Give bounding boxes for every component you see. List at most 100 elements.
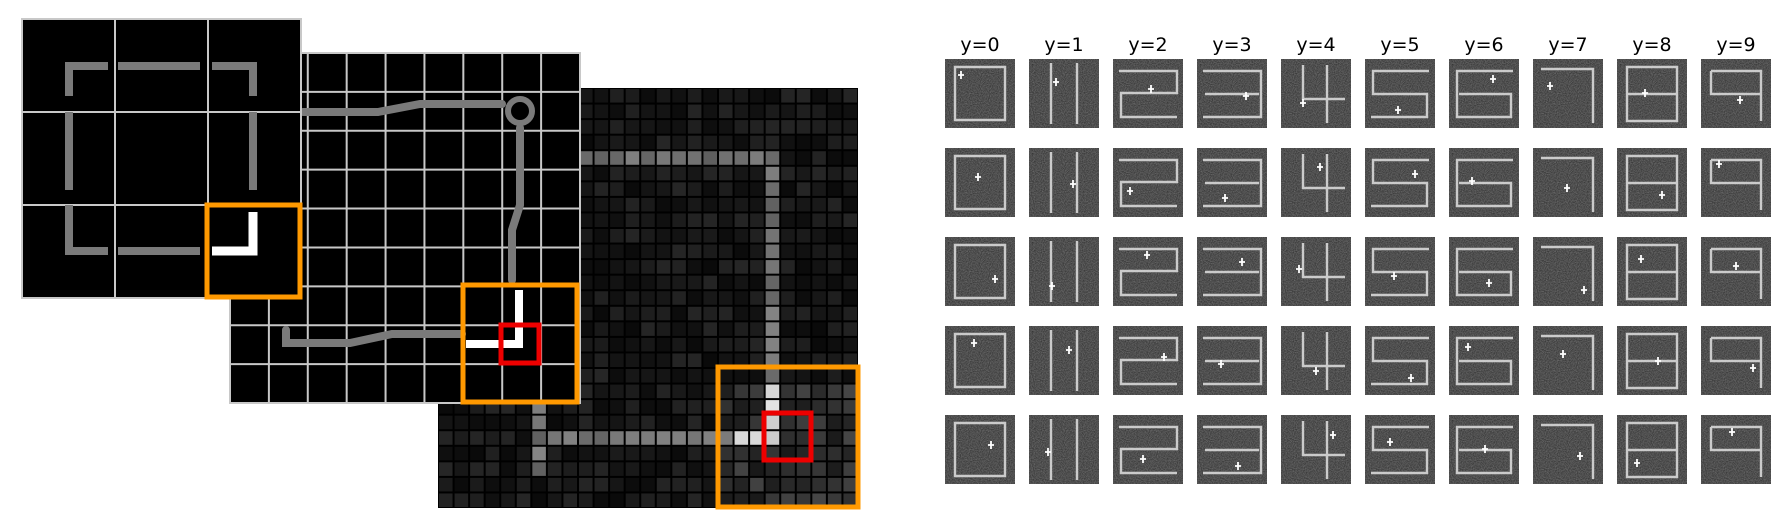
heatmap-cell [719, 306, 733, 321]
heatmap-cell [687, 89, 702, 103]
thumbnail-marker [1469, 177, 1475, 185]
heatmap-cell [796, 89, 811, 103]
heatmap-cell [610, 197, 624, 212]
heatmap-cell [547, 477, 562, 492]
heatmap-cell [687, 322, 702, 336]
thumbnail-marker [988, 441, 994, 449]
sample-thumbnail [1029, 415, 1099, 484]
heatmap-cell [454, 493, 469, 507]
thumbnail-stroke [1301, 243, 1345, 301]
heatmap-cell [750, 415, 764, 430]
heatmap-cell [703, 369, 717, 383]
column-label: y=8 [1632, 34, 1671, 56]
thumbnail-marker [1716, 160, 1722, 168]
column-label: y=6 [1464, 34, 1503, 56]
heatmap-cell [485, 415, 500, 430]
heatmap-cell [796, 275, 811, 290]
heatmap-cell [827, 182, 842, 196]
heatmap-cell [812, 306, 826, 321]
heatmap-cell [610, 337, 624, 352]
heatmap-cell [843, 151, 857, 165]
thumbnail-stroke [1455, 158, 1513, 208]
heatmap-cell [734, 151, 749, 165]
heatmap-cell [827, 493, 842, 507]
heatmap-cell [703, 182, 717, 196]
heatmap-cell [470, 415, 484, 430]
heatmap-cell [750, 89, 764, 103]
heatmap-cell [827, 306, 842, 321]
thumbnail-marker [1634, 459, 1640, 467]
heatmap-cell [750, 213, 764, 227]
heatmap-cell [719, 493, 733, 507]
heatmap-cell [827, 291, 842, 305]
heatmap-cell [719, 229, 733, 243]
sample-thumbnail [1197, 326, 1267, 395]
heatmap-cell [579, 384, 593, 399]
heatmap-cell [765, 400, 780, 414]
fine-zoom-box [715, 364, 861, 510]
heatmap-cell [843, 260, 857, 274]
heatmap-cell [781, 431, 795, 445]
heatmap-cell [781, 229, 795, 243]
heatmap-cell [734, 135, 749, 150]
heatmap-cell [579, 353, 593, 367]
heatmap-cell [796, 166, 811, 181]
heatmap-cell [812, 213, 826, 227]
heatmap-cell [532, 477, 546, 492]
thumbnail-marker [958, 71, 964, 79]
heatmap-cell [610, 431, 624, 445]
heatmap-cell [501, 462, 515, 476]
heatmap-cell [610, 306, 624, 321]
heatmap-cell [687, 291, 702, 305]
heatmap-cell [579, 197, 593, 212]
heatmap-cell [579, 400, 593, 414]
heatmap-cell [734, 275, 749, 290]
heatmap-cell [796, 400, 811, 414]
heatmap-cell [812, 182, 826, 196]
heatmap-cell [610, 369, 624, 383]
sample-thumbnail [1701, 148, 1771, 217]
thumbnail-noise [1533, 148, 1603, 217]
heatmap-cell [796, 353, 811, 367]
thumbnail-stroke [1049, 330, 1079, 391]
heatmap-cell [501, 431, 515, 445]
heatmap-cell [812, 197, 826, 212]
heatmap-cell [656, 260, 671, 274]
heatmap-cell [439, 477, 453, 492]
heatmap-cell [796, 493, 811, 507]
heatmap-cell [781, 120, 795, 134]
heatmap-cell [656, 369, 671, 383]
heatmap-cell [610, 493, 624, 507]
heatmap-cell [594, 120, 609, 134]
heatmap-cell [610, 120, 624, 134]
heatmap-cell [843, 182, 857, 196]
heatmap-cell [781, 244, 795, 259]
heatmap-cell [703, 353, 717, 367]
thumbnail-stroke [953, 154, 1007, 211]
heatmap-cell [579, 229, 593, 243]
heatmap-cell [470, 431, 484, 445]
heatmap-cell [641, 369, 655, 383]
heatmap-cell [687, 415, 702, 430]
thumbnail-stroke [1049, 63, 1079, 124]
heatmap-cell [750, 166, 764, 181]
heatmap-cell [672, 369, 686, 383]
heatmap-cell [532, 431, 546, 445]
heatmap-cell [610, 213, 624, 227]
heatmap-cell [765, 275, 780, 290]
heatmap-cell [594, 104, 609, 119]
thumbnail-stroke [1709, 425, 1763, 477]
heatmap-cell [594, 322, 609, 336]
heatmap-cell [843, 229, 857, 243]
heatmap-cell [796, 104, 811, 119]
heatmap-cell [812, 89, 826, 103]
thumbnail-marker [1239, 258, 1245, 266]
heatmap-cell [672, 446, 686, 461]
heatmap-cell [750, 446, 764, 461]
heatmap-cell [812, 120, 826, 134]
heatmap-cell [672, 462, 686, 476]
thumbnail-noise [1281, 326, 1351, 395]
heatmap-cell [703, 462, 717, 476]
